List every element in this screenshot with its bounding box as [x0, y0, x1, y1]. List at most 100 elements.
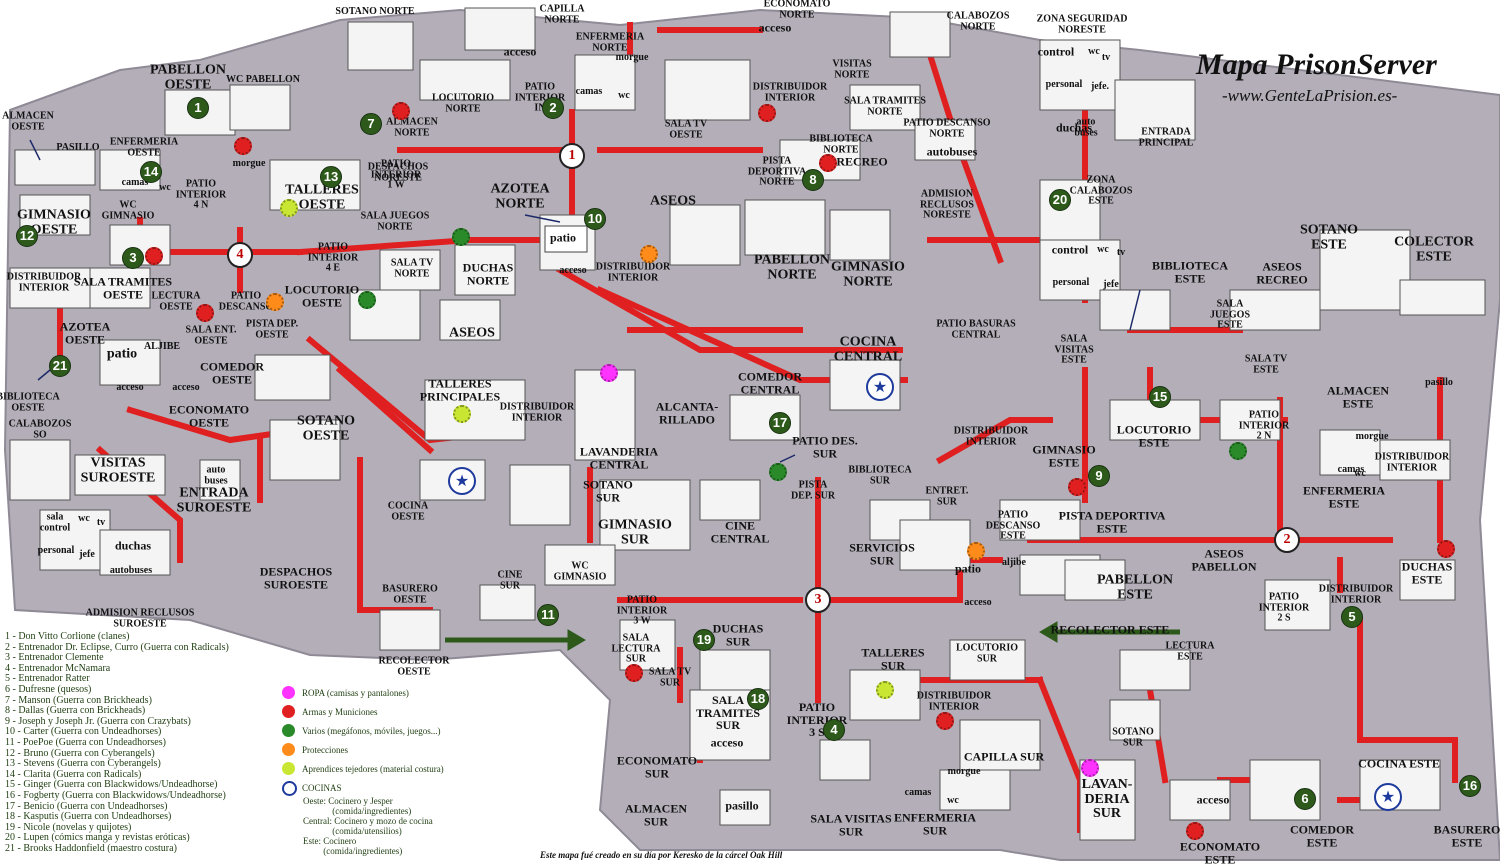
room-label: SALA TRAMITES SUR — [695, 693, 761, 733]
room-label: autobuses — [926, 144, 978, 159]
room-label: tv — [1101, 51, 1111, 63]
room-label: ENTRADA PRINCIPAL — [1138, 126, 1194, 148]
gang-legend-entry: 3 - Entrenador Clemente — [5, 652, 104, 664]
item-legend-icon — [282, 686, 295, 699]
room-label: patio — [549, 230, 577, 245]
room-label: SALA JUEGOS ESTE — [1209, 298, 1251, 331]
gang-legend-entry: 19 - Nicole (novelas y quijotes) — [5, 821, 132, 833]
item-marker-icon — [1081, 759, 1099, 777]
room-label: ENFERMERIA NORTE — [575, 31, 645, 53]
room-label: aljibe — [1002, 556, 1026, 568]
kitchens-legend-text: Oeste: Cocinero y Jesper (comida/ingredi… — [303, 796, 433, 856]
room-label: DUCHAS NORTE — [462, 260, 514, 287]
room-label: SALA TV ESTE — [1244, 353, 1288, 375]
item-legend-icon — [282, 781, 297, 796]
room-label: CINE SUR — [497, 569, 523, 591]
item-legend: ROPA (camisas y pantalones) Armas y Munic… — [282, 686, 444, 800]
room-label: camas — [121, 176, 149, 188]
room-label: VISITAS SUROESTE — [80, 455, 156, 485]
room-label: LECTURA ESTE — [1165, 640, 1215, 662]
room-label: GIMNASIO OESTE — [17, 207, 91, 237]
gang-badge: 12 — [16, 225, 38, 247]
gang-badge: 21 — [49, 355, 71, 377]
room-label: PABELLON NORTE — [754, 252, 830, 282]
room-label: ENFERMERIA OESTE — [109, 136, 179, 158]
room-label: RECOLECTOR OESTE — [378, 655, 450, 677]
gang-badge: 16 — [1459, 775, 1481, 797]
room-label: acceso — [1196, 792, 1230, 807]
gang-legend-entry: 15 - Ginger (Guerra con Blackwidows/Unde… — [5, 779, 218, 791]
room-label: PATIO INTERIOR 1 W — [370, 158, 422, 191]
room-label: autobuses — [109, 564, 153, 576]
item-legend-entry: ROPA (camisas y pantalones) — [282, 686, 444, 705]
gang-legend-entry: 6 - Dufresne (quesos) — [5, 683, 92, 695]
item-legend-label: Armas y Municiones — [302, 707, 378, 717]
room-label: COMEDOR OESTE — [200, 359, 264, 386]
room-label: jefe — [79, 548, 95, 560]
room-label: SALA JUEGOS NORTE — [360, 210, 430, 232]
room-label: DUCHAS ESTE — [1401, 559, 1453, 586]
room-label: wc — [78, 512, 90, 524]
buildings — [9, 7, 1486, 841]
room-label: BIBLIOTECA ESTE — [1151, 258, 1229, 285]
room-label: ASEOS RECREO — [1256, 259, 1308, 286]
item-legend-entry: Armas y Municiones — [282, 705, 444, 724]
room-label: CINE CENTRAL — [710, 518, 770, 545]
room-label: COMEDOR ESTE — [1290, 822, 1354, 849]
item-marker-icon — [1437, 540, 1455, 558]
room-label: CALABOZOS NORTE — [946, 10, 1010, 32]
room-label: DISTRIBUIDOR INTERIOR — [1374, 451, 1450, 473]
room-label: ECONOMATO SUR — [616, 753, 698, 780]
gang-legend-entry: 10 - Carter (Guerra con Undeadhorses) — [5, 726, 162, 738]
room-label: PABELLON ESTE — [1097, 572, 1173, 602]
gang-badge: 4 — [823, 719, 845, 741]
item-marker-icon — [234, 137, 252, 155]
item-legend-label: Protecciones — [302, 745, 348, 755]
room-label: CAPILLA NORTE — [539, 3, 585, 25]
room-label: acceso — [172, 381, 200, 393]
item-marker-icon — [876, 681, 894, 699]
room-label: ALJIBE — [143, 340, 181, 352]
room-label: SALA TV SUR — [648, 666, 692, 688]
map-subtitle: -www.GenteLaPrision.es- — [1222, 86, 1398, 105]
room-label: AZOTEA OESTE — [59, 319, 111, 346]
room-label: wc — [618, 89, 630, 101]
room-label: camas — [575, 85, 603, 97]
room-label: GIMNASIO ESTE — [1032, 442, 1096, 469]
room-label: tv — [1116, 246, 1126, 258]
room-label: WC GIMNASIO — [101, 199, 155, 221]
room-label: patio — [106, 346, 138, 362]
room-label: PASILLO — [56, 141, 100, 153]
recolector-arrows — [445, 621, 1180, 651]
item-marker-icon — [145, 247, 163, 265]
room-label: COMEDOR CENTRAL — [738, 369, 802, 396]
gang-badge: 9 — [1088, 465, 1110, 487]
item-legend-label: ROPA (camisas y pantalones) — [302, 688, 409, 698]
room-label: wc — [1097, 243, 1109, 255]
room-label: ENTRET. SUR — [925, 485, 969, 507]
room-label: tv — [96, 516, 106, 528]
room-label: morgue — [232, 157, 266, 169]
room-label: SERVICIOS SUR — [849, 540, 915, 567]
room-label: ALMACEN NORTE — [386, 116, 438, 138]
gang-badge: 2 — [542, 97, 564, 119]
gang-badge: 13 — [320, 166, 342, 188]
item-marker-icon — [819, 154, 837, 172]
room-label: VISITAS NORTE — [832, 58, 872, 80]
room-label: ZONA SEGURIDAD NORESTE — [1036, 13, 1128, 35]
kitchen-star-icon: ★ — [866, 373, 894, 401]
room-label: SOTANO SUR — [583, 477, 633, 504]
gang-badge: 10 — [584, 208, 606, 230]
room-label: duchas — [114, 538, 152, 553]
item-marker-icon — [280, 199, 298, 217]
gang-badge: 8 — [802, 169, 824, 191]
item-marker-icon — [967, 542, 985, 560]
gang-badge: 18 — [747, 688, 769, 710]
room-label: TALLERES PRINCIPALES — [419, 376, 501, 403]
room-label: wc — [1088, 45, 1100, 57]
room-label: personal — [37, 544, 75, 556]
room-label: wc — [947, 794, 959, 806]
gang-legend-entry: 13 - Stevens (Guerra con Cyberangels) — [5, 758, 161, 770]
room-label: personal — [1052, 276, 1090, 288]
